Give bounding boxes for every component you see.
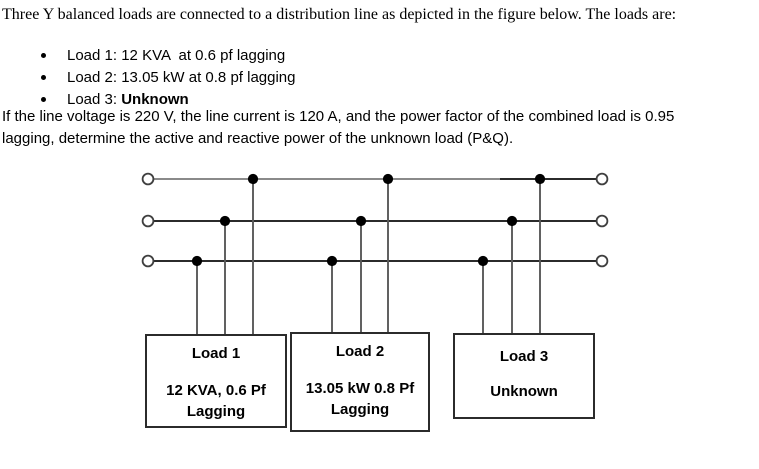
terminal-icon	[595, 214, 609, 228]
load-item-3: Load 3: Unknown	[0, 88, 296, 110]
load-1-box: Load 1 12 KVA, 0.6 Pf Lagging	[145, 334, 287, 428]
load-item-2-text: Load 2: 13.05 kW at 0.8 pf lagging	[67, 68, 296, 86]
terminal-icon	[141, 172, 155, 186]
drop-wires	[196, 179, 541, 335]
load-item-1: Load 1: 12 KVA at 0.6 pf lagging	[0, 44, 296, 66]
junction-dot	[534, 173, 546, 185]
junction-dot	[382, 173, 394, 185]
loads-list: Load 1: 12 KVA at 0.6 pf lagging Load 2:…	[0, 44, 296, 110]
junction-dot	[506, 215, 518, 227]
terminal-icon	[595, 172, 609, 186]
junction-dot	[191, 255, 203, 267]
junction-dot	[247, 173, 259, 185]
load-item-1-text: Load 1: 12 KVA at 0.6 pf lagging	[67, 46, 286, 64]
bullet-icon	[41, 52, 46, 58]
junction-dot	[477, 255, 489, 267]
question-line-2: lagging, determine the active and reacti…	[2, 130, 514, 147]
bullet-icon	[41, 74, 46, 80]
load-title: Load 2	[335, 343, 385, 360]
load-item-3-bold: Unknown	[121, 90, 189, 108]
terminal-icon	[141, 214, 155, 228]
terminal-icon	[141, 254, 155, 268]
bullet-icon	[41, 96, 46, 102]
load-spec: 13.05 kW 0.8 Pf	[305, 380, 415, 397]
load-title: Load 1	[191, 345, 241, 362]
junction-dots	[191, 173, 546, 267]
load-spec: 12 KVA, 0.6 Pf	[166, 382, 266, 399]
load-item-3-text: Load 3:	[67, 90, 122, 108]
terminal-circles	[141, 172, 609, 268]
junction-dot	[219, 215, 231, 227]
terminal-icon	[595, 254, 609, 268]
load-title: Load 3	[499, 348, 549, 365]
load-spec: Lagging	[186, 403, 246, 420]
junction-dot	[326, 255, 338, 267]
load-item-2: Load 2: 13.05 kW at 0.8 pf lagging	[0, 66, 296, 88]
load-spec: Unknown	[490, 383, 558, 400]
junction-dot	[355, 215, 367, 227]
question-paragraph: If the line voltage is 220 V, the line c…	[2, 106, 674, 150]
question-line-1: If the line voltage is 220 V, the line c…	[2, 108, 675, 125]
problem-statement: Three Y balanced loads are connected to …	[2, 6, 677, 23]
load-3-box: Load 3 Unknown	[453, 333, 595, 419]
load-spec: Lagging	[330, 401, 390, 418]
load-2-box: Load 2 13.05 kW 0.8 Pf Lagging	[290, 332, 430, 432]
